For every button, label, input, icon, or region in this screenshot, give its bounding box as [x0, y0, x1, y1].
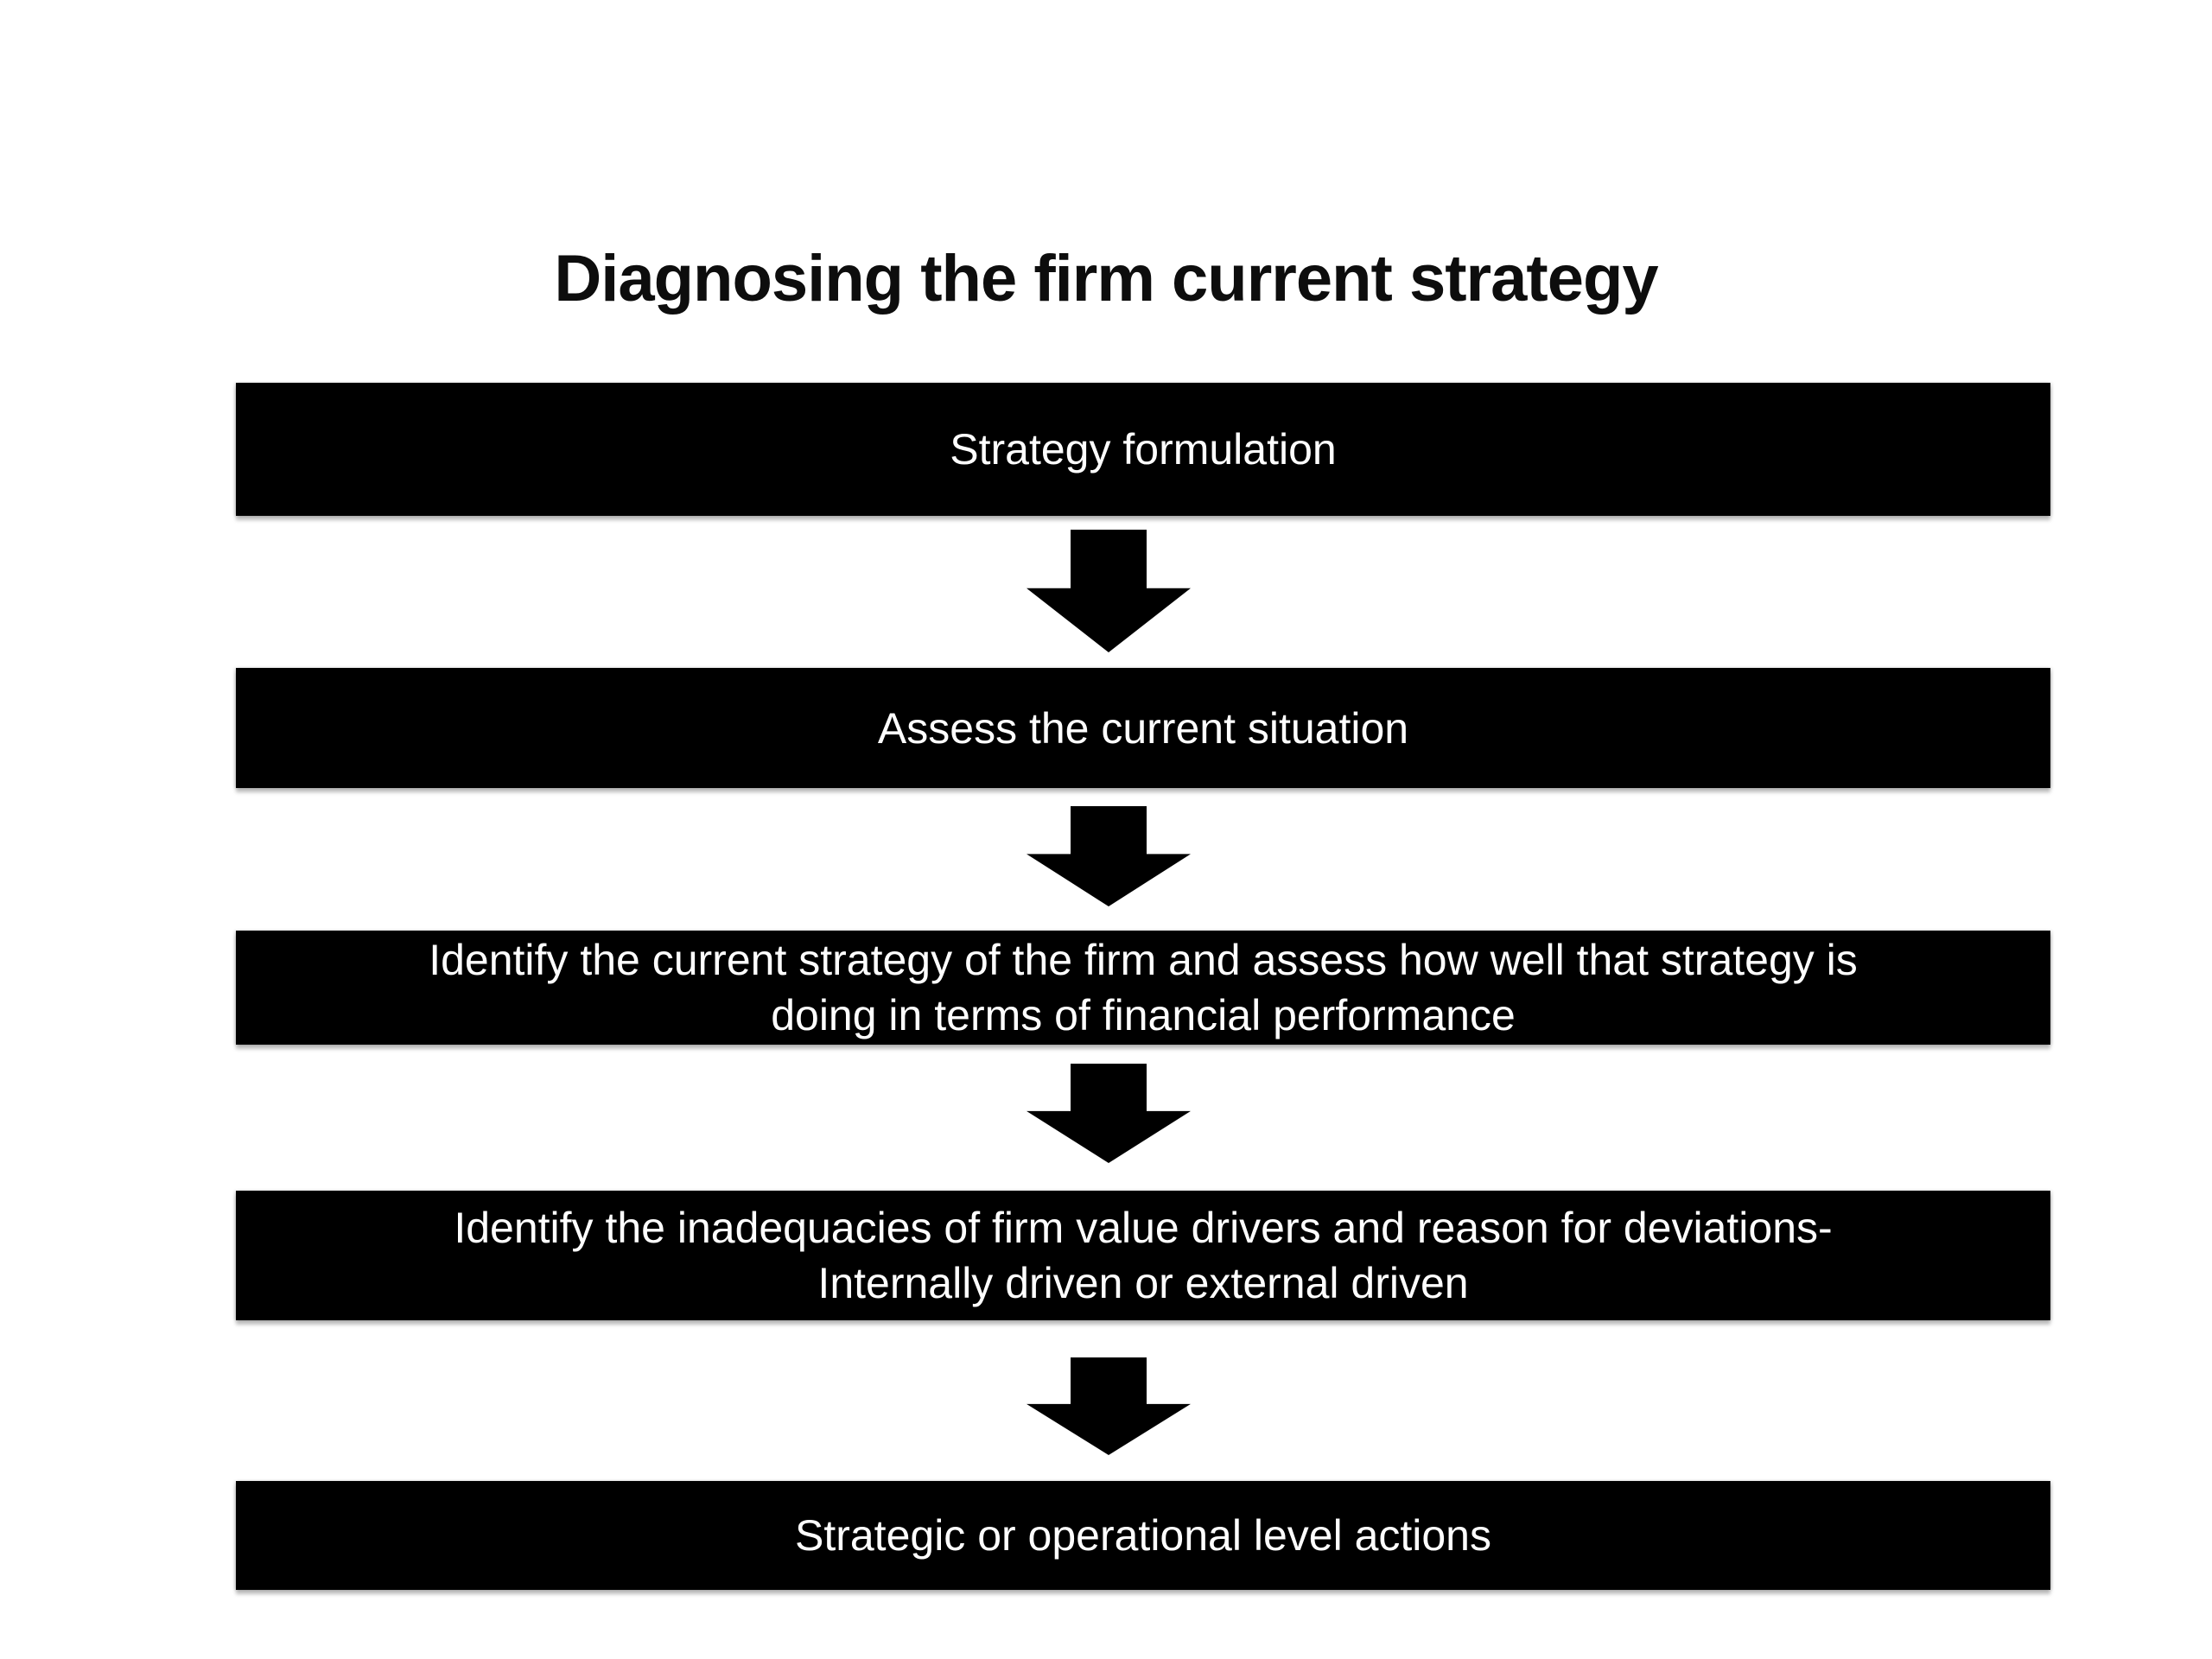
step-label: Assess the current situation: [877, 703, 1409, 753]
down-arrow-icon: [1027, 806, 1191, 906]
step-label: Identify the inadequacies of firm value …: [454, 1204, 1833, 1307]
slide-title: Diagnosing the firm current strategy: [554, 242, 1658, 315]
step-label: Identify the current strategy of the fir…: [429, 936, 1858, 1039]
step-label: Strategy formulation: [950, 425, 1337, 474]
down-arrow-icon: [1027, 1357, 1191, 1455]
step-label: Strategic or operational level actions: [794, 1511, 1491, 1560]
step-bar-strategic-operational-actions: Strategic or operational level actions: [236, 1481, 2050, 1590]
step-bar-identify-inadequacies: Identify the inadequacies of firm value …: [236, 1191, 2050, 1320]
down-arrow-icon: [1027, 1064, 1191, 1163]
down-arrow-icon: [1027, 530, 1191, 652]
step-bar-assess-current-situation: Assess the current situation: [236, 668, 2050, 788]
step-bar-strategy-formulation: Strategy formulation: [236, 383, 2050, 516]
step-bar-identify-current-strategy: Identify the current strategy of the fir…: [236, 931, 2050, 1045]
